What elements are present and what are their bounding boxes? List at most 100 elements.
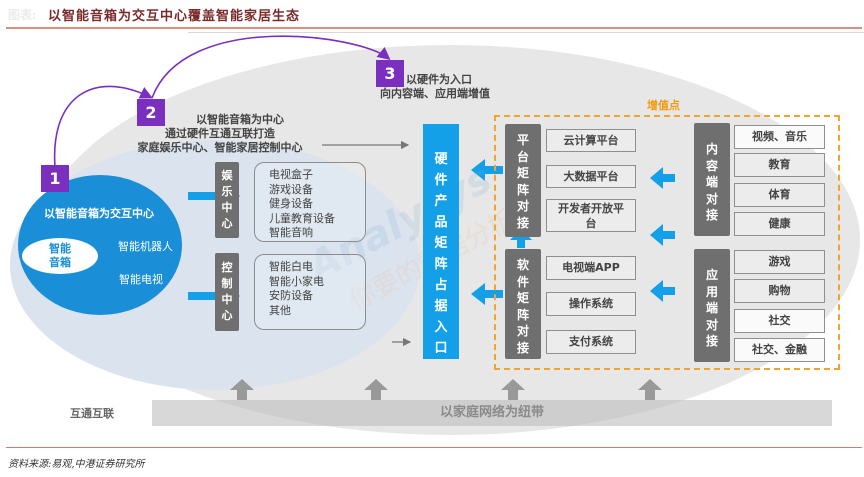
label-char: 软 (516, 258, 529, 272)
arrow-content-to-platform-2 (650, 224, 675, 246)
list-item: 健身设备 (269, 197, 313, 210)
platform-matrix-label: 平 台 矩 阵 对 接 (505, 124, 541, 237)
list-item: 其他 (269, 303, 291, 317)
list-item: 儿童教育设备 (269, 211, 335, 225)
value-added-label: 增值点 (647, 99, 680, 112)
control-device-list: 智能白电 智能小家电 安防设备 其他 (254, 254, 366, 330)
label-char: 心 (221, 217, 233, 230)
label-char: 内 (705, 142, 718, 156)
label-char: 平 (516, 133, 529, 147)
title-divider (6, 27, 862, 29)
label-char: 乐 (221, 185, 233, 198)
software-item-tv-app: 电视端APP (546, 256, 636, 280)
step-3-line-2: 向内容端、应用端增值 (380, 87, 490, 100)
label-char: 接 (516, 215, 529, 230)
content-item-video-music: 视频、音乐 (734, 125, 825, 149)
hw-char: 硬 (434, 152, 448, 167)
network-arrow-3 (501, 379, 525, 400)
hw-char: 品 (434, 215, 448, 230)
list-item: 智能小家电 (269, 274, 324, 288)
step-2-badge: 2 (137, 99, 165, 126)
hw-char: 占 (434, 278, 448, 293)
step-3-text: 以硬件为入口 向内容端、应用端增值 (380, 73, 490, 101)
arrow-app-to-software (650, 280, 675, 302)
label-char: 中 (221, 293, 233, 306)
label-char: 容 (705, 158, 718, 173)
subtitle-divider (188, 32, 864, 33)
step-3-line-1: 以硬件为入口 (406, 73, 472, 86)
smart-tv-label: 智能电视 (119, 273, 163, 286)
content-item-health: 健康 (734, 212, 825, 236)
app-item-social: 社交 (734, 309, 825, 333)
label-char: 端 (705, 175, 718, 189)
hw-char: 矩 (434, 236, 448, 251)
label-char: 台 (516, 149, 529, 164)
step-2-line-3: 家庭娱乐中心、智能家居控制中心 (137, 141, 303, 154)
arrow-software-to-platform (510, 229, 532, 248)
matrix-to-hardware-arrows (471, 159, 675, 305)
software-matrix-label: 软 件 矩 阵 对 接 (505, 249, 541, 359)
arrow-step2-to-step3 (151, 35, 391, 99)
content-item-education: 教育 (734, 153, 825, 177)
label-char: 矩 (516, 291, 529, 305)
label-char: 件 (516, 274, 529, 289)
smart-speaker-core: 智能 音箱 (22, 238, 98, 274)
entertainment-device-list: 电视盒子 游戏设备 健身设备 儿童教育设备 智能音响 (254, 162, 366, 242)
smart-robot-label: 智能机器人 (118, 240, 173, 253)
list-item: 游戏设备 (269, 182, 313, 196)
step-2-line-1: 以智能音箱为中心 (196, 113, 284, 126)
label-char: 中 (221, 201, 233, 214)
platform-item-developer: 开发者开放平台 (546, 199, 636, 232)
label-char: 矩 (516, 166, 529, 180)
arrow-software-to-hardware (471, 283, 503, 305)
smart-speaker-line-1: 智能 (49, 242, 71, 255)
interaction-center-circle (18, 175, 182, 315)
label-char: 接 (705, 334, 718, 348)
label-char: 阵 (516, 307, 529, 322)
source-note: 资料来源:易观,中港证券研究所 (8, 459, 145, 470)
arrow-platform-to-hardware (471, 159, 503, 181)
arrow-content-to-platform-1 (650, 167, 675, 189)
software-item-os: 操作系统 (546, 292, 636, 316)
control-center-label: 控 制 中 心 (215, 253, 239, 331)
content-side-label: 内 容 端 对 接 (694, 123, 730, 236)
network-up-arrows (230, 379, 662, 400)
app-item-social-finance: 社交、金融 (734, 338, 825, 362)
list-item: 智能白电 (269, 260, 313, 273)
app-item-games: 游戏 (734, 250, 825, 274)
software-item-payment: 支付系统 (546, 330, 636, 354)
step-1-badge: 1 (41, 165, 69, 192)
label-char: 制 (221, 277, 233, 290)
label-char: 接 (705, 208, 718, 222)
entertainment-center-label: 娱 乐 中 心 (215, 162, 239, 238)
value-added-zone (494, 115, 840, 370)
list-item: 电视盒子 (269, 168, 313, 181)
label-char: 对 (705, 191, 718, 206)
network-arrow-1 (230, 379, 254, 400)
network-arrow-2 (364, 379, 388, 400)
label-char: 对 (516, 324, 529, 338)
label-char: 接 (516, 340, 529, 355)
step-3-badge: 3 (376, 60, 404, 87)
label-char: 对 (705, 317, 718, 332)
interconnect-label: 互通互联 (70, 407, 114, 420)
network-arrow-4 (638, 379, 662, 400)
application-side-label: 应 用 端 对 接 (694, 249, 730, 362)
label-char: 应 (705, 268, 718, 282)
hw-char: 入 (434, 320, 448, 335)
hw-char: 件 (434, 173, 448, 188)
smart-speaker-line-2: 音箱 (49, 256, 71, 269)
label-char: 阵 (516, 182, 529, 197)
label-char: 娱 (221, 169, 233, 182)
label-char: 端 (705, 301, 718, 315)
home-network-bar: 以家庭网络为纽带 (152, 400, 832, 426)
hw-char: 据 (434, 299, 448, 314)
source-divider (6, 447, 862, 448)
step-2-line-2: 通过硬件互通互联打造 (165, 127, 275, 140)
figure-header: 图表: 以智能音箱为交互中心覆盖智能家居生态 (0, 0, 864, 28)
platform-item-cloud: 云计算平台 (546, 129, 636, 152)
step-2-text: 以智能音箱为中心 通过硬件互通互联打造 家庭娱乐中心、智能家居控制中心 (110, 113, 330, 155)
figure-label: 图表: (8, 8, 37, 22)
figure-title: 以智能音箱为交互中心覆盖智能家居生态 (48, 9, 301, 24)
list-item: 智能音响 (269, 226, 313, 239)
